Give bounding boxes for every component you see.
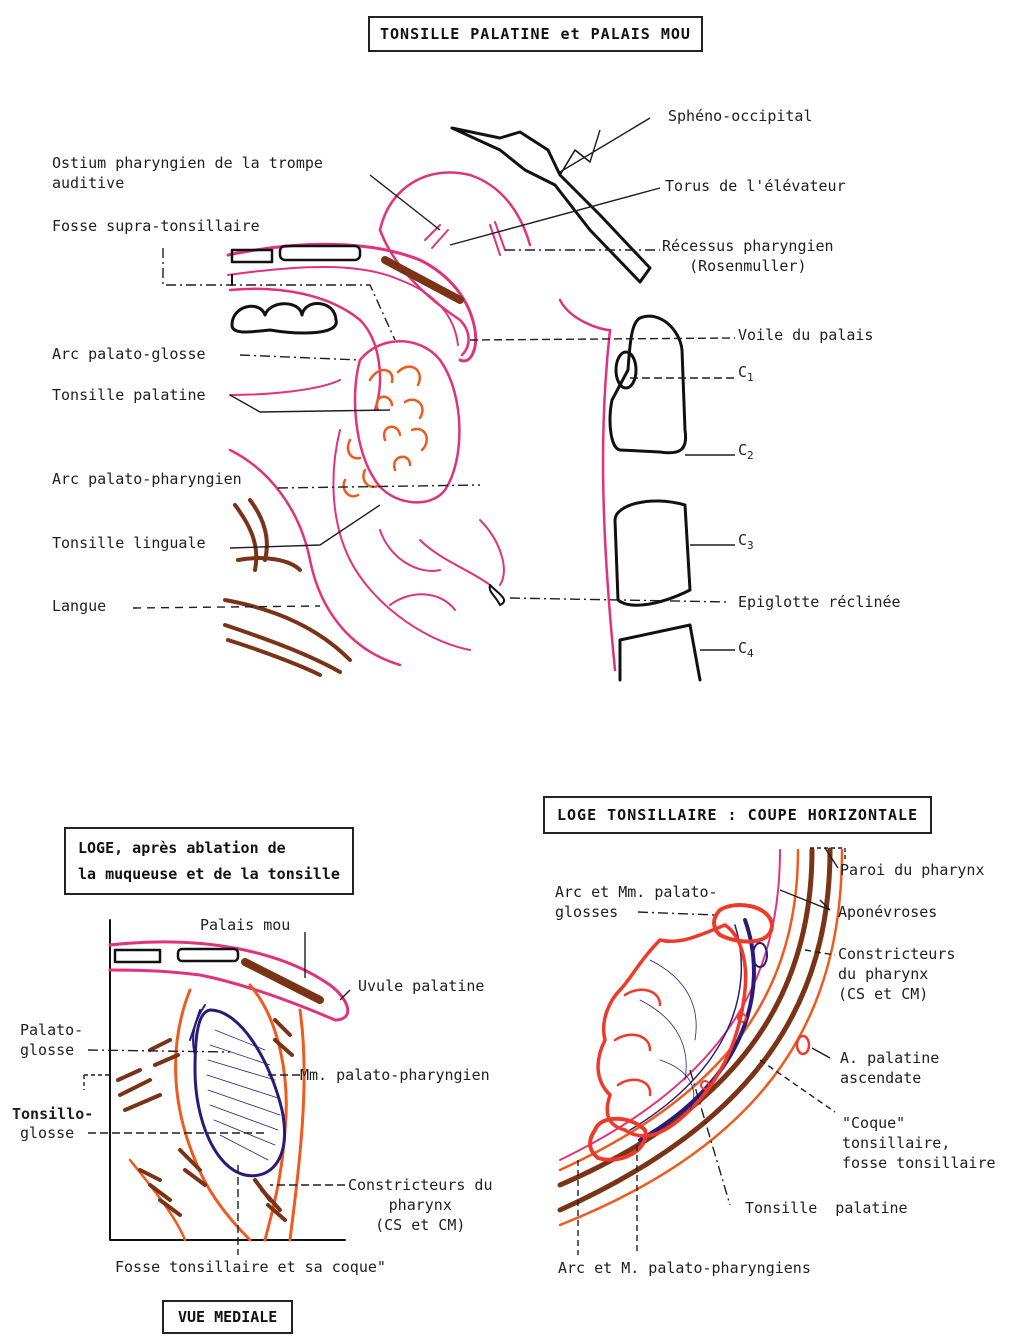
label-recessus: Récessus pharyngien (Rosenmuller) [662,236,834,276]
palatine-tonsil [355,341,459,502]
muscle-hatching [118,1020,292,1220]
label-arc-pharyngien: Arc palato-pharyngien [52,469,242,489]
vue-title: VUE MEDIALE [162,1300,293,1334]
label-mm-palato: Mm. palato-pharyngien [300,1065,490,1085]
label-fosse-supra: Fosse supra-tonsillaire [52,216,260,236]
teeth [232,304,336,333]
label-c2: C2 [738,440,754,466]
label-c1: C1 [738,362,754,388]
label-torus: Torus de l'élévateur [665,176,846,196]
tonsil-fossa [195,1010,284,1176]
label-arc-glosse: Arc palato-glosse [52,344,206,364]
label-aponevroses: Aponévroses [838,902,937,922]
label-palato-glosse: Palato- glosse [20,1020,83,1060]
label-tonsille-linguale: Tonsille linguale [52,533,206,553]
label-constricteurs-left: Constricteurs du pharynx (CS et CM) [348,1175,493,1235]
label-ostium: Ostium pharyngien de la trompe auditive [52,153,323,193]
label-uvule: Uvule palatine [358,976,484,996]
coupe-title: LOGE TONSILLAIRE : COUPE HORIZONTALE [543,796,932,834]
top-diagram [225,128,700,680]
main-title: TONSILLE PALATINE et PALAIS MOU [368,16,703,52]
tongue-muscle [225,500,350,675]
spheno-occipital-bone [452,128,650,282]
label-c4: C4 [738,638,754,664]
soft-palate [110,942,348,1020]
label-spheno: Sphéno-occipital [668,106,813,126]
vertebrae [610,316,700,680]
label-epiglotte: Epiglotte réclinée [738,592,901,612]
label-fosse-tonsillaire: Fosse tonsillaire et sa coque" [115,1257,386,1277]
label-voile: Voile du palais [738,325,873,345]
label-paroi: Paroi du pharynx [840,860,985,880]
label-palais-mou: Palais mou [200,915,290,935]
label-tonsille-palatine: Tonsille palatine [52,385,206,405]
label-langue: Langue [52,596,106,616]
label-arc-m-pharyngiens: Arc et M. palato-pharyngiens [558,1258,811,1278]
label-coque: "Coque" tonsillaire, fosse tonsillaire [842,1113,996,1173]
label-glosse: glosse [20,1123,74,1143]
label-a-palatine: A. palatine ascendate [840,1048,939,1088]
label-tonsille-right: Tonsille palatine [745,1198,908,1218]
label-tonsillo: Tonsillo- [12,1104,93,1124]
pharynx-outline [380,172,530,245]
label-c3: C3 [738,530,754,556]
label-constricteurs-right: Constricteurs du pharynx (CS et CM) [838,944,955,1004]
loge-title: LOGE, après ablation de la muqueuse et d… [64,827,354,895]
label-arc-mm-glosses: Arc et Mm. palato- glosses [555,882,718,922]
